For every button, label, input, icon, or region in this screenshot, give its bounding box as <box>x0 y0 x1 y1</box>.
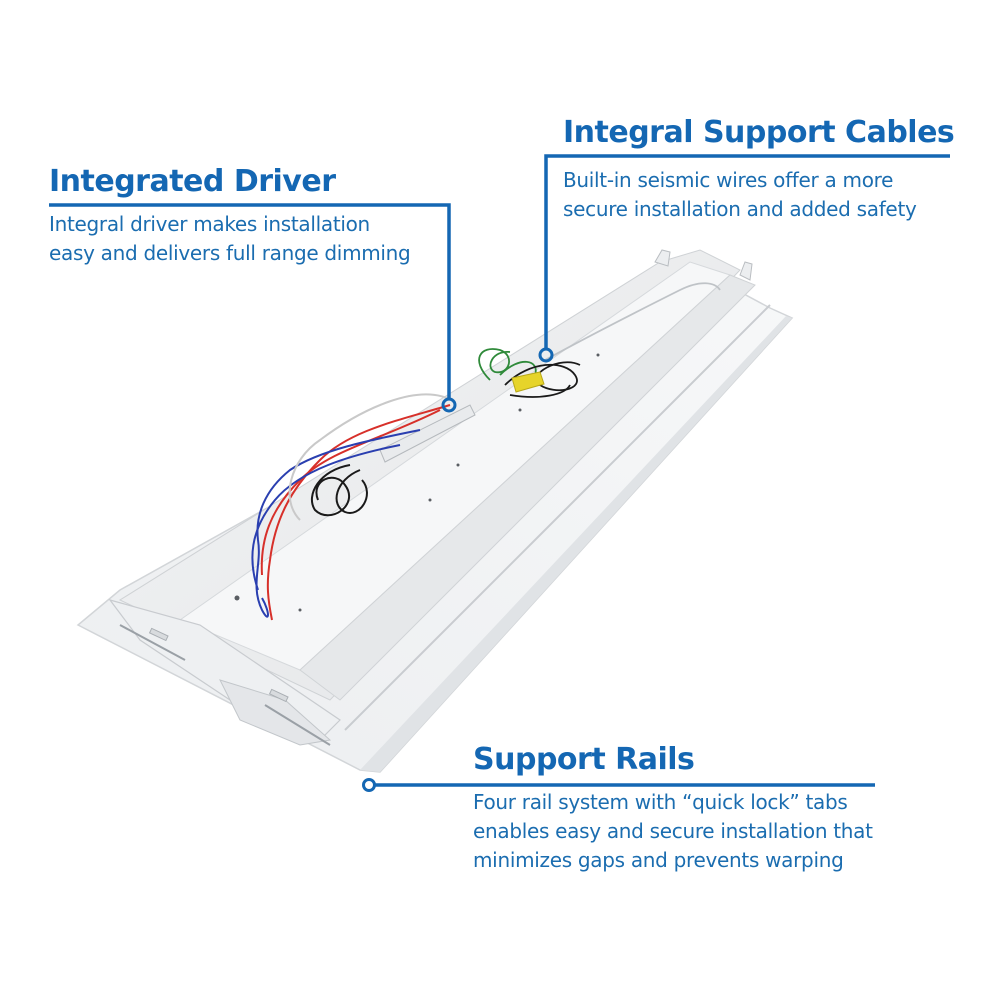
support-cable <box>544 282 721 361</box>
mounting-tab <box>739 261 753 281</box>
support-rail <box>119 624 186 661</box>
driver-leader-line <box>49 203 451 400</box>
driver-description: Integral driver makes installation easy … <box>49 210 411 268</box>
driver-title: Integrated Driver <box>49 164 336 199</box>
wire-green <box>478 348 511 381</box>
driver-description-line: Integral driver makes installation <box>49 212 370 236</box>
driver-box <box>379 404 476 463</box>
housing-side-face <box>299 274 756 701</box>
rails-description: Four rail system with “quick lock” tabs … <box>473 788 873 875</box>
cables-marker <box>538 347 554 363</box>
wire-connector-yellow <box>511 371 545 393</box>
cables-description-line: secure installation and added safety <box>563 197 917 221</box>
wire-blue <box>251 444 401 591</box>
wire-black <box>335 469 368 514</box>
driver-wires <box>251 393 456 621</box>
cables-title: Integral Support Cables <box>563 115 955 150</box>
panel-edge <box>360 316 792 772</box>
rails-description-line: minimizes gaps and prevents warping <box>473 848 844 872</box>
driver-marker <box>441 397 457 413</box>
driver-description-line: easy and delivers full range dimming <box>49 241 411 265</box>
seismic-wires <box>478 282 721 398</box>
cables-description-line: Built-in seismic wires offer a more <box>563 168 894 192</box>
rails-description-line: enables easy and secure installation tha… <box>473 819 873 843</box>
lens-edge-line <box>344 304 771 731</box>
wire-black <box>509 384 571 398</box>
screw-holes <box>234 353 600 612</box>
rails-marker <box>362 778 376 792</box>
callout-lines <box>49 154 950 787</box>
quick-lock-tab <box>268 688 289 703</box>
wire-red <box>266 404 451 621</box>
wire-black <box>504 361 581 392</box>
wire-green <box>499 360 537 376</box>
cables-description: Built-in seismic wires offer a more secu… <box>563 166 917 224</box>
cables-leader-line <box>544 154 950 350</box>
mounting-tab <box>654 249 671 267</box>
rails-description-line: Four rail system with “quick lock” tabs <box>473 790 848 814</box>
quick-lock-tab <box>148 627 169 642</box>
support-rail <box>264 704 331 746</box>
rails-title: Support Rails <box>473 742 695 777</box>
wire-white <box>288 393 456 521</box>
